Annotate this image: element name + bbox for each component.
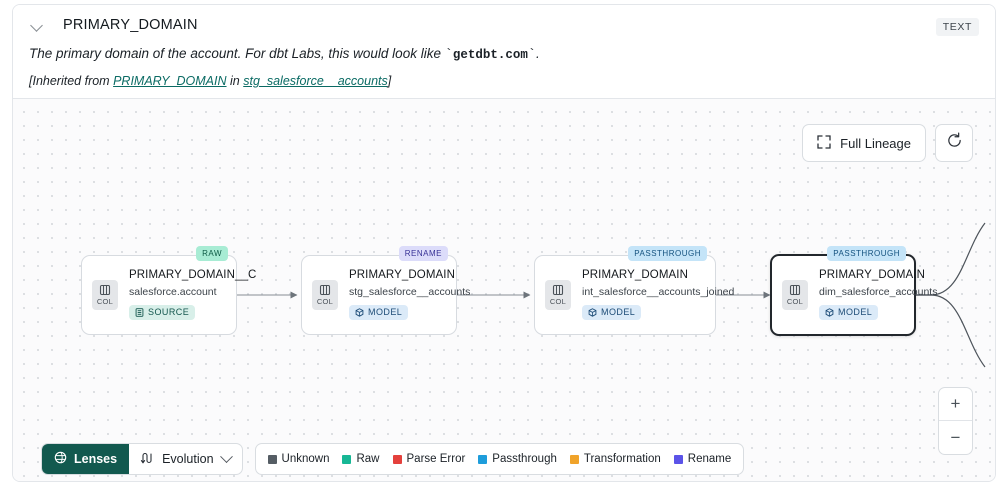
legend-swatch (673, 454, 683, 464)
lineage-node[interactable]: PASSTHROUGH COL PRIMARY_DOMAIN int_sales… (534, 246, 734, 336)
panel-header: PRIMARY_DOMAIN TEXT The primary domain o… (13, 5, 995, 99)
expand-icon (817, 135, 831, 152)
full-lineage-label: Full Lineage (840, 135, 911, 151)
cube-icon (355, 307, 364, 317)
legend-swatch (342, 454, 352, 464)
database-icon (135, 307, 144, 317)
inherited-suffix: ] (387, 74, 392, 89)
lineage-edges (235, 222, 986, 368)
lenses-button[interactable]: Lenses (42, 444, 130, 475)
zoom-controls: + − (938, 387, 973, 456)
evolution-icon (140, 451, 154, 468)
legend-label: Parse Error (406, 453, 466, 466)
node-type-badge: MODEL (582, 304, 642, 320)
node-type-label: MODEL (368, 307, 403, 318)
node-name: PRIMARY_DOMAIN (582, 268, 688, 281)
node-tag: PASSTHROUGH (827, 246, 906, 262)
inherited-from: [Inherited from PRIMARY_DOMAIN in stg_sa… (29, 74, 979, 88)
inherited-model-link[interactable]: stg_salesforce__accounts (243, 74, 388, 89)
column-chip-label: COL (786, 297, 804, 307)
type-badge: TEXT (935, 18, 979, 36)
node-parent: dim_salesforce_accounts (819, 285, 938, 298)
inherited-prefix: [Inherited from (29, 74, 114, 89)
cube-icon (588, 307, 597, 317)
canvas-toolbar: Full Lineage (802, 124, 973, 163)
node-type-label: MODEL (601, 307, 636, 318)
legend-label: Passthrough (492, 453, 557, 466)
node-type-badge: SOURCE (129, 304, 196, 320)
cube-icon (825, 307, 834, 317)
lineage-canvas[interactable]: Full Lineage RAW COL (13, 98, 995, 481)
inherited-middle: in (226, 74, 244, 89)
legend-label: Transformation (583, 453, 661, 466)
column-chip-label: COL (549, 297, 567, 307)
node-type-badge: MODEL (349, 304, 409, 320)
chevron-down-icon (219, 450, 233, 463)
node-tag: RAW (196, 246, 228, 262)
node-parent: stg_salesforce__accounts (349, 285, 471, 298)
legend-swatch (392, 454, 402, 464)
node-name: PRIMARY_DOMAIN__C (129, 268, 257, 281)
node-type-label: MODEL (838, 307, 873, 318)
node-parent: int_salesforce__accounts_joined (582, 285, 735, 298)
legend-item: Unknown (267, 453, 330, 466)
full-lineage-button[interactable]: Full Lineage (802, 124, 926, 163)
lineage-node[interactable]: RENAME COL PRIMARY_DOMAIN stg_salesforce… (301, 246, 470, 336)
legend-swatch (267, 454, 277, 464)
node-parent: salesforce.account (129, 285, 217, 298)
legend-item: Parse Error (392, 453, 466, 466)
refresh-icon (946, 132, 963, 154)
zoom-out-button[interactable]: − (950, 427, 961, 447)
zoom-in-button[interactable]: + (939, 388, 972, 422)
lens-icon (54, 451, 67, 467)
lenses-control-group: Lenses Evolution (41, 443, 243, 476)
chevron-down-icon[interactable] (29, 17, 45, 33)
lineage-node[interactable]: RAW COL PRIMARY_DOMAIN__C salesforce.acc… (81, 246, 256, 336)
column-chip: COL (92, 280, 118, 311)
legend-label: Unknown (281, 453, 330, 466)
node-type-label: SOURCE (148, 307, 190, 318)
node-type-badge: MODEL (819, 304, 879, 320)
description-suffix: . (535, 46, 540, 61)
column-description: The primary domain of the account. For d… (29, 46, 540, 63)
legend-item: Transformation (569, 453, 661, 466)
lineage-bottom-bar: Lenses Evolution Unknown (41, 443, 745, 476)
evolution-label: Evolution (162, 452, 214, 467)
column-chip: COL (312, 280, 338, 311)
column-chip-label: COL (316, 297, 334, 307)
lineage-node-selected[interactable]: PASSTHROUGH COL PRIMARY_DOMAIN dim_sales… (770, 246, 937, 337)
column-detail-panel: PRIMARY_DOMAIN TEXT The primary domain o… (12, 4, 996, 482)
legend-label: Rename (687, 453, 732, 466)
node-tag: RENAME (398, 246, 448, 262)
column-chip: COL (545, 280, 571, 311)
lineage-legend: Unknown Raw Parse Error Passthrough Tran… (254, 443, 745, 476)
columns-icon (789, 285, 801, 296)
evolution-dropdown[interactable]: Evolution (129, 444, 241, 474)
description-text: The primary domain of the account. For d… (29, 46, 445, 61)
column-chip: COL (782, 280, 808, 311)
legend-item: Passthrough (478, 453, 557, 465)
column-chip-label: COL (96, 297, 114, 307)
legend-swatch (478, 454, 488, 464)
description-code: getdbt.com (452, 48, 528, 62)
legend-label: Raw (356, 453, 380, 466)
columns-icon (319, 285, 331, 296)
legend-swatch (569, 454, 579, 464)
node-name: PRIMARY_DOMAIN (349, 268, 455, 281)
lenses-label: Lenses (74, 452, 118, 467)
refresh-button[interactable] (935, 124, 973, 163)
columns-icon (99, 285, 111, 296)
page-title: PRIMARY_DOMAIN (63, 17, 198, 33)
node-tag: PASSTHROUGH (628, 246, 707, 262)
node-name: PRIMARY_DOMAIN (819, 268, 925, 281)
inherited-column-link[interactable]: PRIMARY_DOMAIN (113, 74, 227, 89)
columns-icon (552, 285, 564, 296)
legend-item: Rename (673, 453, 732, 466)
legend-item: Raw (342, 453, 380, 466)
